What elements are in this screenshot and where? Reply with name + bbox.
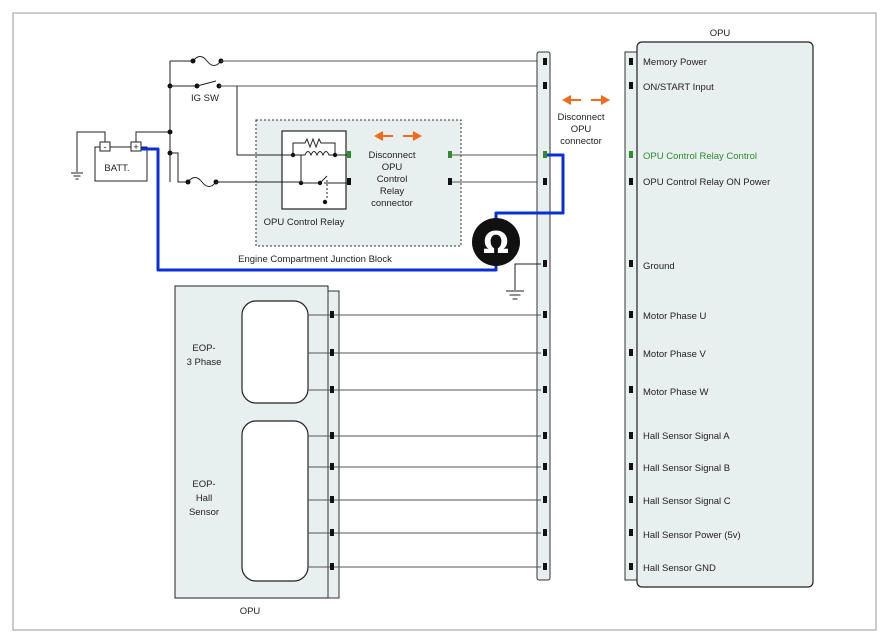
eop-hall-sensor-block (241, 420, 309, 582)
opu-module (636, 41, 814, 588)
svg-text:connector: connector (371, 198, 413, 209)
svg-text:Motor Phase W: Motor Phase W (643, 387, 708, 398)
motor-phase-u-row: Motor Phase U (330, 311, 706, 322)
svg-text:OPU Control Relay Control: OPU Control Relay Control (643, 151, 757, 162)
battery-minus-label: - (103, 142, 106, 153)
ohmmeter-icon (472, 218, 520, 266)
memory-fuse-icon (192, 56, 222, 66)
svg-text:Hall Sensor GND: Hall Sensor GND (643, 563, 716, 574)
hall-signal-b-row: Hall Sensor Signal B (330, 463, 730, 474)
svg-text:Disconnect: Disconnect (558, 112, 605, 123)
ig-switch-icon (196, 80, 217, 87)
ig-switch-label: IG SW (191, 93, 219, 104)
motor-phase-v-row: Motor Phase V (330, 349, 706, 360)
eop-3phase-label: EOP- 3 Phase (187, 343, 222, 368)
svg-text:ON/START Input: ON/START Input (643, 82, 714, 93)
opu-disconnect-arrows-icon (562, 95, 610, 105)
motor-phase-w-row: Motor Phase W (330, 386, 708, 398)
svg-text:Control: Control (377, 174, 408, 185)
opu-pin-ground: Ground (543, 260, 675, 272)
svg-text:Motor Phase U: Motor Phase U (643, 311, 706, 322)
svg-text:3 Phase: 3 Phase (187, 357, 222, 368)
ohmmeter-symbol: Ω (483, 226, 509, 261)
svg-text:Hall: Hall (196, 493, 212, 504)
hall-signal-a-row: Hall Sensor Signal A (330, 431, 730, 442)
relay-fuse-icon (187, 177, 217, 187)
opu-pin-relay-control: OPU Control Relay Control (543, 151, 757, 162)
opu-pin-on-start-input: ON/START Input (543, 82, 714, 93)
svg-text:OPU: OPU (571, 124, 592, 135)
svg-text:Relay: Relay (380, 186, 405, 197)
relay-connector-note: Disconnect OPU Control Relay connector (369, 150, 416, 209)
battery-ground-icon (71, 172, 83, 180)
opu-pin-relay-on-power: OPU Control Relay ON Power (543, 177, 770, 188)
svg-text:Motor Phase V: Motor Phase V (643, 349, 706, 360)
svg-text:OPU: OPU (382, 162, 403, 173)
eop-connector-strip (327, 290, 340, 599)
eop-3phase-block (241, 300, 309, 404)
hall-signal-c-row: Hall Sensor Signal C (330, 496, 731, 507)
opu-pin-memory-power: Memory Power (543, 57, 707, 68)
eop-footer-label: OPU (240, 606, 261, 617)
battery-label: BATT. (104, 163, 129, 174)
ground-icon (506, 290, 524, 300)
svg-text:Hall Sensor Signal B: Hall Sensor Signal B (643, 463, 730, 474)
opu-module-title: OPU (710, 28, 731, 39)
svg-text:Hall Sensor Power (5v): Hall Sensor Power (5v) (643, 530, 741, 541)
relay-disconnect-arrows-icon (374, 131, 422, 141)
junction-block-label: Engine Compartment Junction Block (238, 254, 392, 265)
svg-text:EOP-: EOP- (192, 479, 215, 490)
svg-text:Hall Sensor Signal C: Hall Sensor Signal C (643, 496, 731, 507)
opu-connector-note: Disconnect OPU connector (558, 112, 605, 147)
hall-gnd-row: Hall Sensor GND (330, 563, 716, 574)
relay-internals-icon (292, 137, 349, 198)
svg-text:Hall Sensor Signal A: Hall Sensor Signal A (643, 431, 730, 442)
hall-power-row: Hall Sensor Power (5v) (330, 529, 741, 541)
opu-control-relay-label: OPU Control Relay (264, 217, 345, 228)
svg-text:connector: connector (560, 136, 602, 147)
svg-text:Ground: Ground (643, 261, 675, 272)
svg-text:Disconnect: Disconnect (369, 150, 416, 161)
svg-text:EOP-: EOP- (192, 343, 215, 354)
svg-text:Sensor: Sensor (189, 507, 219, 518)
battery-plus-label: + (133, 142, 139, 153)
eop-hall-sensor-label: EOP- Hall Sensor (189, 479, 219, 518)
svg-text:Memory Power: Memory Power (643, 57, 707, 68)
svg-text:OPU Control Relay ON Power: OPU Control Relay ON Power (643, 177, 770, 188)
battery (94, 146, 148, 182)
